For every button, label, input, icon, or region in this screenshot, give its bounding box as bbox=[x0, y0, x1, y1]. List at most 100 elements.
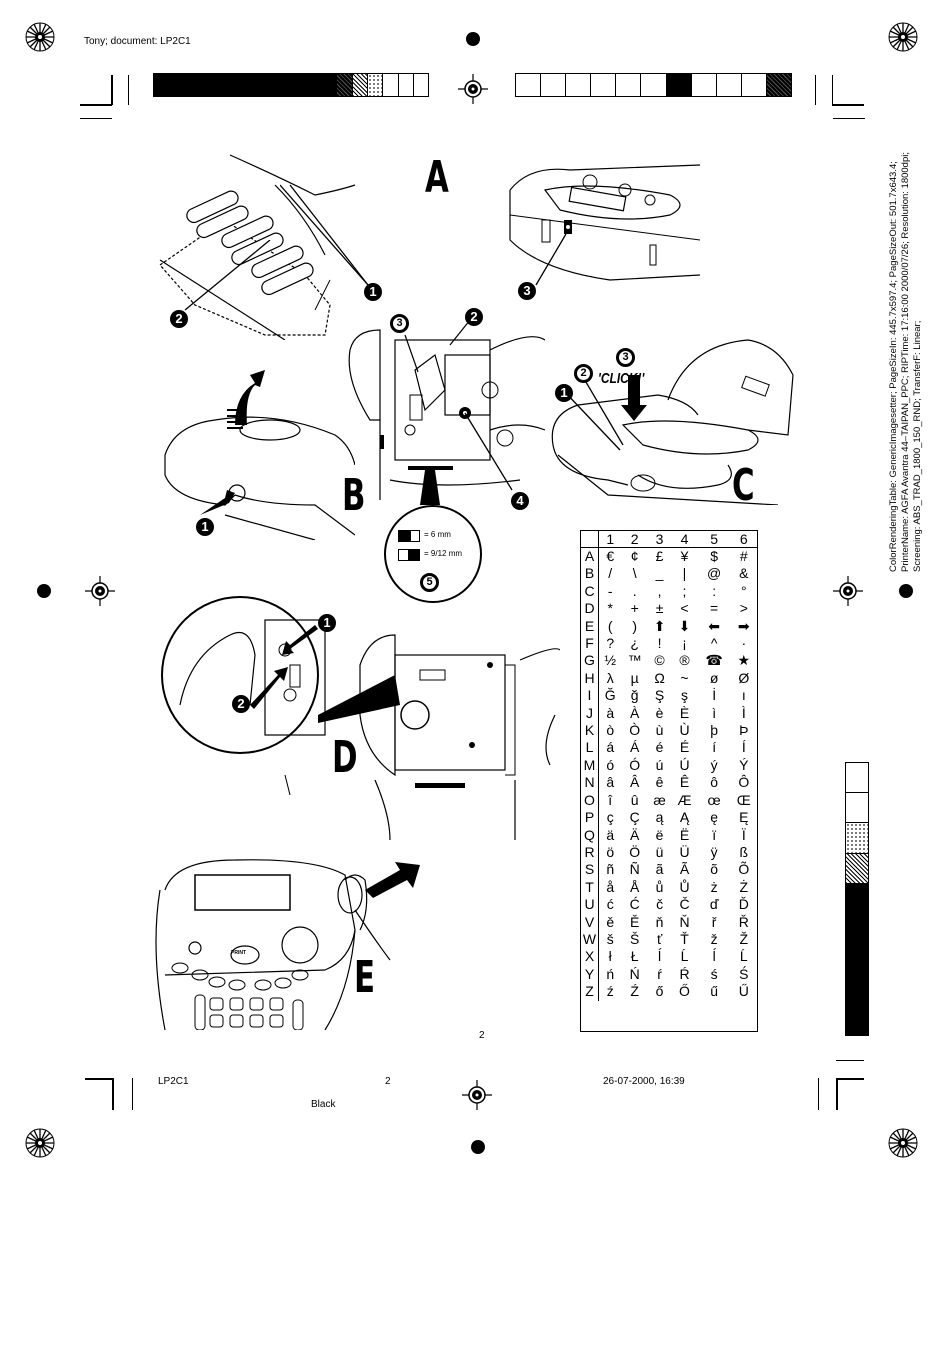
row-key: V bbox=[581, 913, 599, 931]
color-patch-black bbox=[322, 74, 338, 96]
character-cell: Š bbox=[629, 930, 640, 947]
character-cell: _ bbox=[655, 565, 664, 582]
character-cell: ° bbox=[740, 582, 747, 599]
callout-number: 2 bbox=[232, 695, 250, 713]
crop-mark bbox=[128, 75, 129, 105]
character-cell: ŕ bbox=[657, 965, 662, 982]
character-cell: ➡ bbox=[737, 617, 750, 634]
character-cell: µ bbox=[630, 669, 639, 686]
illustration-device-side bbox=[509, 164, 701, 286]
character-cell: Ê bbox=[679, 774, 690, 791]
character-cell: > bbox=[739, 600, 748, 617]
character-cell: . bbox=[632, 582, 637, 599]
character-cell: ) bbox=[632, 617, 637, 634]
crop-mark bbox=[80, 118, 112, 119]
character-cell: ã bbox=[655, 861, 664, 878]
character-cell: ď bbox=[709, 896, 719, 913]
character-cell: è bbox=[655, 704, 664, 721]
character-cell: õ bbox=[710, 861, 719, 878]
callout-number: 2 bbox=[574, 364, 593, 383]
color-patch-white bbox=[383, 74, 399, 96]
crop-mark bbox=[80, 104, 112, 106]
color-patch-black bbox=[276, 74, 292, 96]
callout-number: 1 bbox=[364, 283, 382, 301]
illustration-cassette-bay bbox=[348, 319, 545, 505]
row-key: C bbox=[581, 582, 599, 601]
character-cell: ê bbox=[655, 774, 664, 791]
callout-number: 2 bbox=[170, 310, 188, 328]
character-cell: ™ bbox=[627, 652, 642, 669]
character-cell: · bbox=[741, 635, 747, 652]
character-cell: Ş bbox=[654, 687, 665, 704]
row-key: D bbox=[581, 600, 599, 618]
row-key: U bbox=[581, 896, 599, 914]
character-cell: ä bbox=[606, 826, 615, 843]
registration-starburst-icon bbox=[888, 22, 918, 52]
character-cell: : bbox=[712, 582, 717, 599]
row-key: B bbox=[581, 565, 599, 583]
color-patch-black bbox=[184, 74, 200, 96]
callout-number: 3 bbox=[390, 314, 409, 333]
color-patch-black bbox=[291, 74, 307, 96]
table-row: D*+±<=> bbox=[581, 600, 757, 618]
character-cell: Ì bbox=[741, 704, 746, 721]
character-cell: ő bbox=[655, 983, 664, 1000]
color-patch-black bbox=[306, 74, 323, 96]
character-cell: ě bbox=[606, 913, 615, 930]
character-cell: Ŕ bbox=[679, 965, 690, 982]
color-patch-black bbox=[215, 74, 231, 96]
panel-letter-d: D bbox=[332, 732, 358, 783]
row-key: E bbox=[581, 617, 599, 636]
color-patch-black bbox=[846, 883, 868, 915]
character-cell: ñ bbox=[606, 861, 615, 878]
row-key: F bbox=[581, 635, 599, 653]
character-cell: ť bbox=[656, 930, 663, 947]
character-cell: ô bbox=[710, 774, 719, 791]
character-cell: Ĺ bbox=[739, 948, 748, 965]
character-cell: ⬆ bbox=[653, 617, 666, 634]
color-patch-dense bbox=[766, 74, 792, 96]
character-cell: Ç bbox=[629, 809, 640, 826]
crop-mark bbox=[85, 1078, 113, 1080]
character-cell: ó bbox=[606, 756, 615, 773]
character-cell: Ĺ bbox=[680, 948, 689, 965]
callout-number: 2 bbox=[465, 308, 483, 326]
color-patch-black bbox=[245, 74, 261, 96]
color-patch-black bbox=[666, 74, 692, 96]
character-cell: È bbox=[679, 704, 690, 721]
character-cell: ; bbox=[682, 582, 687, 599]
footer-separation: Black bbox=[311, 1099, 336, 1110]
character-cell: ¢ bbox=[630, 548, 639, 564]
column-header: 3 bbox=[647, 531, 672, 548]
panel-letter-a: A bbox=[425, 152, 449, 203]
character-cell: Ę bbox=[739, 809, 749, 826]
character-cell: ⬅ bbox=[708, 617, 720, 634]
character-cell: \ bbox=[632, 565, 637, 582]
illustration-cassette-removal bbox=[161, 596, 560, 840]
color-patch-white bbox=[691, 74, 717, 96]
character-cell: ą bbox=[655, 809, 664, 826]
character-cell: Ů bbox=[679, 878, 690, 895]
character-cell: Ń bbox=[629, 965, 640, 982]
character-cell: Ň bbox=[679, 913, 690, 930]
character-cell: â bbox=[606, 774, 615, 791]
color-patch-black bbox=[154, 74, 170, 96]
character-cell: İ bbox=[712, 687, 717, 704]
character-cell: ü bbox=[655, 843, 664, 860]
character-cell: ß bbox=[739, 843, 749, 860]
row-key: X bbox=[581, 948, 599, 966]
callout-number: 4 bbox=[511, 492, 529, 510]
character-cell: š bbox=[606, 930, 614, 947]
character-cell: ! bbox=[657, 635, 662, 652]
tape-legend-label: = 9/12 mm bbox=[424, 549, 463, 558]
character-cell: Ł bbox=[630, 948, 639, 965]
character-cell: æ bbox=[653, 791, 666, 808]
crop-mark bbox=[132, 1078, 133, 1110]
